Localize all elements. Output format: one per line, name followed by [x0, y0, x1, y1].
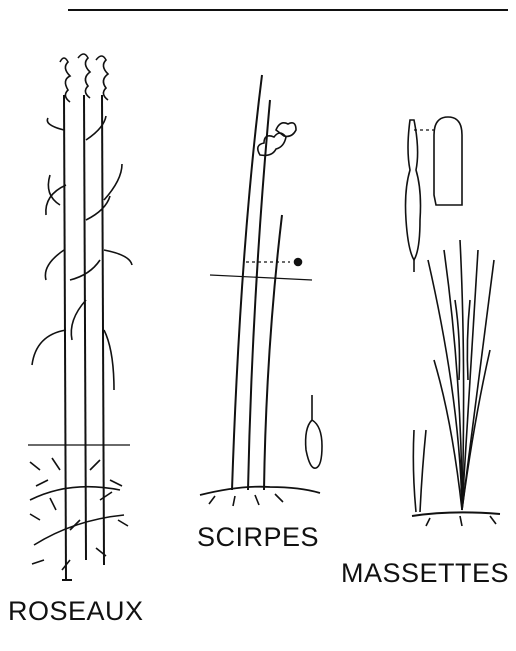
label-scirpes: SCIRPES [197, 524, 319, 551]
scirpes-plant [200, 75, 322, 506]
roseaux-plant [28, 54, 132, 580]
label-massettes: MASSETTES [341, 560, 509, 587]
massettes-plant [406, 117, 501, 526]
label-roseaux: ROSEAUX [8, 598, 144, 625]
